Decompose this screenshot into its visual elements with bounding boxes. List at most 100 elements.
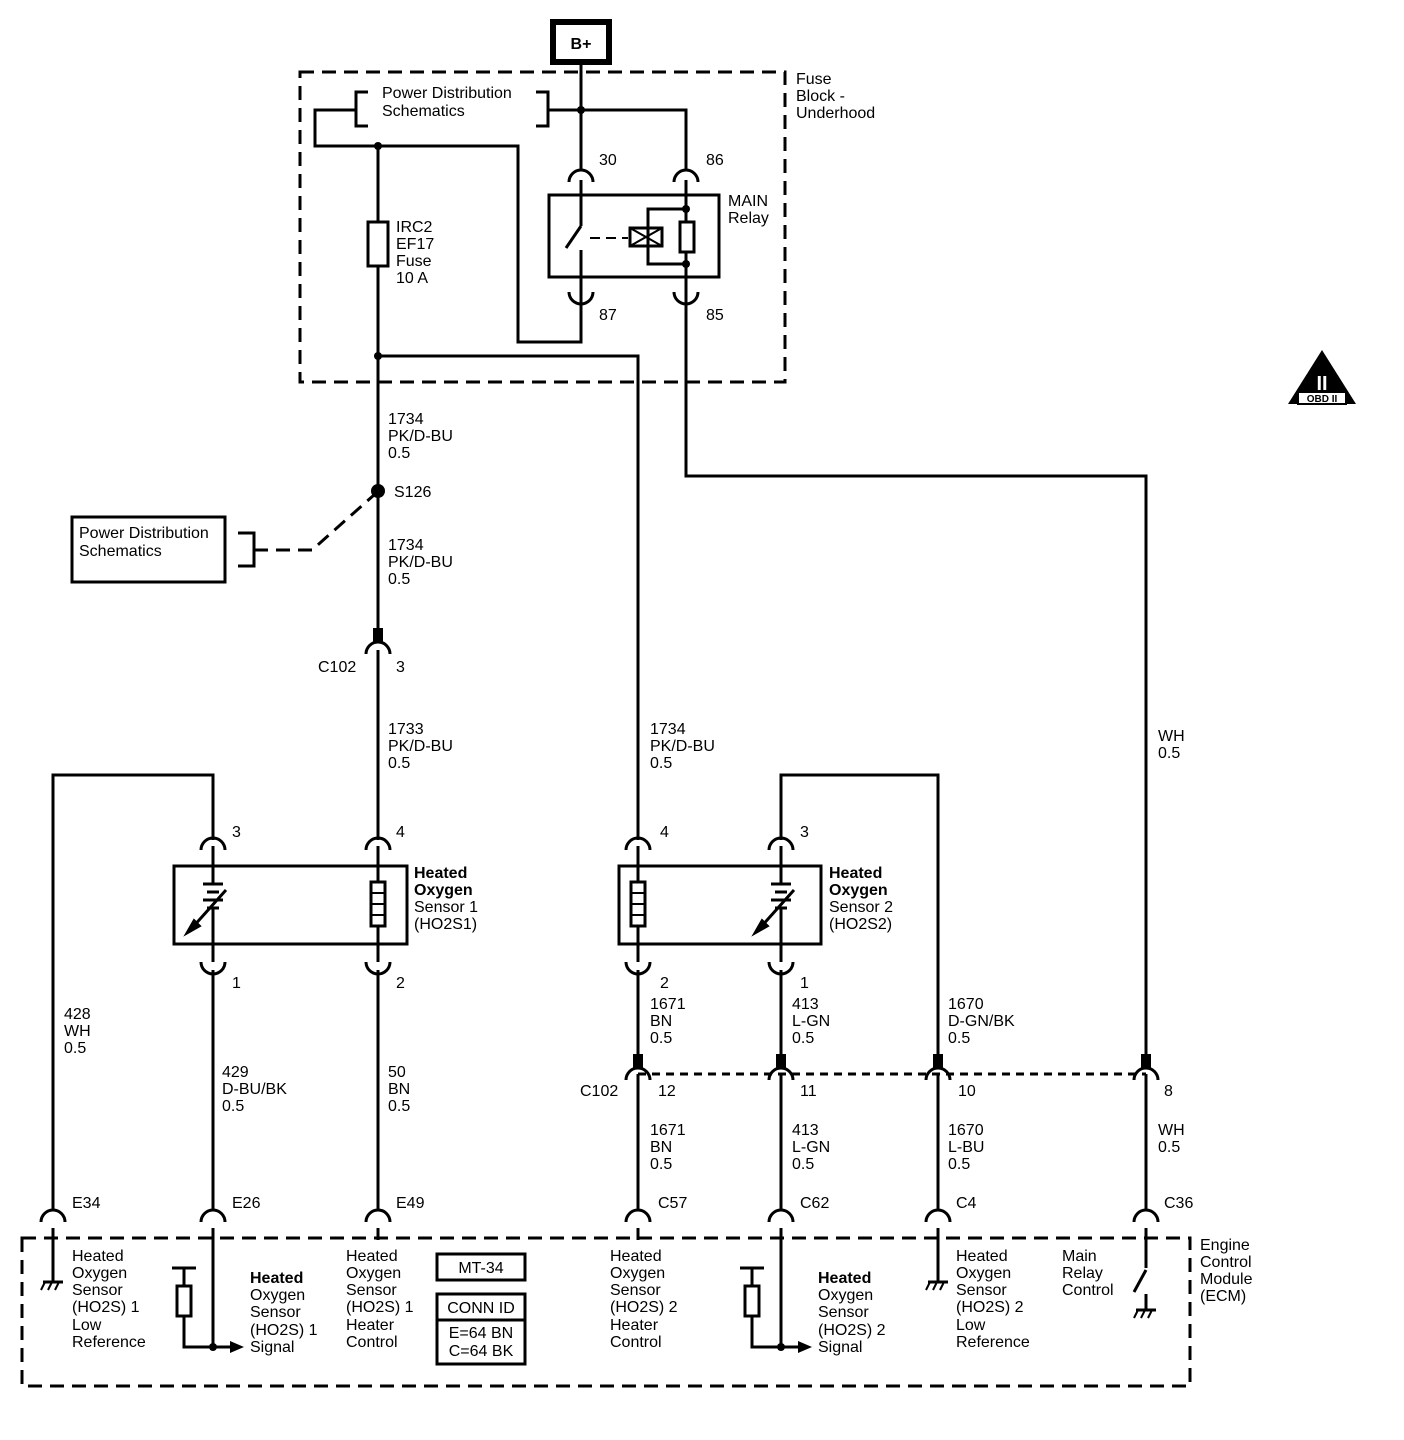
svg-text:Sensor 2: Sensor 2 [829,899,893,916]
svg-text:PK/D-BU: PK/D-BU [388,738,453,755]
svg-text:50: 50 [388,1064,406,1081]
svg-text:Low: Low [956,1317,986,1334]
svg-text:MAIN: MAIN [728,193,768,210]
wire-1670-b: 1670 L-BU 0.5 [948,1122,984,1173]
svg-text:Heated: Heated [956,1248,1008,1265]
splice-s126 [371,484,385,498]
svg-text:Sensor: Sensor [250,1304,301,1321]
svg-text:1670: 1670 [948,1122,984,1139]
svg-text:L-GN: L-GN [792,1139,830,1156]
svg-text:PK/D-BU: PK/D-BU [388,428,453,445]
svg-text:Low: Low [72,1317,102,1334]
fuse-ef17: IRC2 EF17 Fuse 10 A [366,219,434,287]
ecm-signal-2: Heated Oxygen Sensor (HO2S) 2 Signal [740,1228,886,1356]
svg-text:Relay: Relay [1062,1265,1103,1282]
svg-text:0.5: 0.5 [792,1156,814,1173]
svg-text:0.5: 0.5 [388,571,410,588]
svg-text:BN: BN [650,1139,672,1156]
wire-1670-a: 1670 D-GN/BK 0.5 [948,996,1015,1047]
svg-text:Schematics: Schematics [79,543,162,560]
svg-text:0.5: 0.5 [650,755,672,772]
svg-text:Heated: Heated [829,865,882,882]
ecm-lowref-1: Heated Oxygen Sensor (HO2S) 1 Low Refere… [40,1228,146,1351]
ecm-heater-control-2: Heated Oxygen Sensor (HO2S) 2 Heater Con… [610,1228,678,1351]
svg-text:Oxygen: Oxygen [346,1265,401,1282]
supply-label: B+ [571,36,592,53]
svg-text:Heated: Heated [72,1248,124,1265]
svg-text:Control: Control [1200,1254,1252,1271]
svg-text:CONN ID: CONN ID [447,1300,515,1317]
svg-text:10 A: 10 A [396,270,428,287]
svg-text:II: II [1316,373,1327,395]
conn-id-box: CONN ID E=64 BN C=64 BK [435,1292,527,1366]
svg-text:Heater: Heater [610,1317,659,1334]
svg-text:D-BU/BK: D-BU/BK [222,1081,287,1098]
svg-text:429: 429 [222,1064,249,1081]
svg-text:EF17: EF17 [396,236,434,253]
svg-text:0.5: 0.5 [1158,745,1180,762]
svg-text:0.5: 0.5 [222,1098,244,1115]
wire-wh-bottom: WH 0.5 [1158,1122,1185,1156]
svg-text:1734: 1734 [388,537,424,554]
svg-text:Control: Control [346,1334,398,1351]
svg-text:413: 413 [792,996,819,1013]
svg-text:0.5: 0.5 [388,445,410,462]
svg-text:IRC2: IRC2 [396,219,433,236]
svg-text:Engine: Engine [1200,1237,1250,1254]
svg-text:0.5: 0.5 [388,755,410,772]
ecm-heater-control-1: Heated Oxygen Sensor (HO2S) 1 Heater Con… [346,1228,414,1351]
svg-text:E34: E34 [72,1195,101,1212]
svg-text:C36: C36 [1164,1195,1193,1212]
svg-text:0.5: 0.5 [650,1030,672,1047]
svg-text:4: 4 [660,824,669,841]
svg-text:(HO2S) 2: (HO2S) 2 [818,1322,886,1339]
svg-text:0.5: 0.5 [650,1156,672,1173]
svg-text:Reference: Reference [72,1334,146,1351]
svg-text:3: 3 [232,824,241,841]
svg-text:BN: BN [388,1081,410,1098]
svg-text:8: 8 [1164,1083,1173,1100]
svg-text:E26: E26 [232,1195,261,1212]
svg-text:1734: 1734 [650,721,686,738]
svg-text:(HO2S1): (HO2S1) [414,916,477,933]
engine-control-module: Engine Control Module (ECM) [20,1236,1253,1388]
svg-text:(HO2S) 1: (HO2S) 1 [250,1322,318,1339]
svg-text:1671: 1671 [650,1122,686,1139]
obd-ii-icon: II OBD II [1288,350,1356,405]
mt-34-label: MT-34 [435,1252,527,1282]
wire-wh-top: WH 0.5 [1158,728,1185,762]
wire-1671-a: 1671 BN 0.5 [650,996,686,1047]
svg-text:3: 3 [396,659,405,676]
fuse-block-underhood: Fuse Block - Underhood [298,70,875,384]
heated-oxygen-sensor-1: 3 4 1 2 Heated Oxygen Sensor 1 (HO2S1) [172,824,478,992]
svg-text:Sensor 1: Sensor 1 [414,899,478,916]
svg-text:0.5: 0.5 [948,1156,970,1173]
ecm-lowref-2: Heated Oxygen Sensor (HO2S) 2 Low Refere… [925,1228,1030,1351]
svg-text:Sensor: Sensor [956,1282,1007,1299]
ecm-connector-pins: E34 E26 E49 C57 C62 C4 C36 [39,1195,1193,1223]
svg-text:C102: C102 [580,1083,618,1100]
svg-text:87: 87 [599,307,617,324]
svg-text:Power Distribution: Power Distribution [382,85,512,102]
ecm-main-relay-control: Main Relay Control [1062,1228,1156,1319]
svg-text:Heated: Heated [610,1248,662,1265]
power-distribution-ref-left: Power Distribution Schematics [70,493,375,584]
wire-1671-b: 1671 BN 0.5 [650,1122,686,1173]
svg-text:413: 413 [792,1122,819,1139]
svg-text:E49: E49 [396,1195,425,1212]
svg-text:Oxygen: Oxygen [818,1287,873,1304]
svg-text:Sensor: Sensor [346,1282,397,1299]
heated-oxygen-sensor-2: 4 3 2 1 Heated Oxygen Sensor 2 (HO2S2) [617,824,893,992]
svg-text:2: 2 [660,975,669,992]
svg-text:Heated: Heated [818,1270,871,1287]
svg-text:Signal: Signal [818,1339,862,1356]
svg-text:0.5: 0.5 [388,1098,410,1115]
svg-text:11: 11 [800,1083,817,1100]
svg-text:Control: Control [610,1334,662,1351]
svg-text:86: 86 [706,152,724,169]
svg-text:Sensor: Sensor [610,1282,661,1299]
svg-text:PK/D-BU: PK/D-BU [388,554,453,571]
svg-text:L-GN: L-GN [792,1013,830,1030]
wire-50: 50 BN 0.5 [388,1064,410,1115]
